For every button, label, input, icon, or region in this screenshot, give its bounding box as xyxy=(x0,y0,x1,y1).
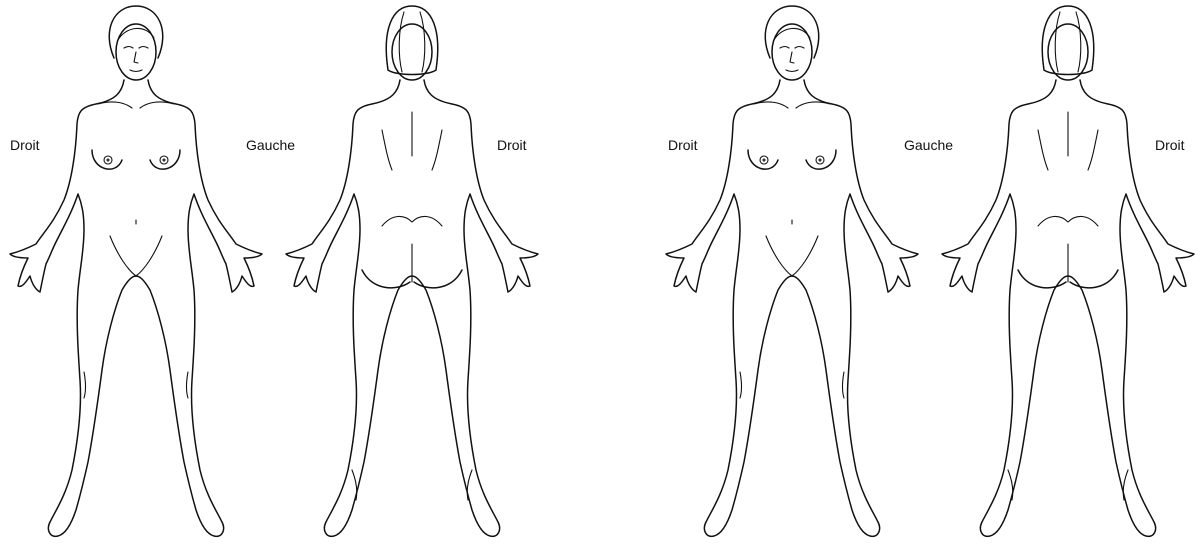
panel-1-back-figure xyxy=(286,6,538,536)
panel-2-left-side-label: Gauche xyxy=(904,138,953,152)
panel-2-back-right-side-label: Droit xyxy=(1155,138,1185,152)
panel-2-front-figure xyxy=(666,6,918,536)
head-front xyxy=(765,6,818,80)
panel-2-back-figure xyxy=(942,6,1194,536)
panel-1-left-side-label: Gauche xyxy=(246,138,295,152)
panel-2-right-side-label: Droit xyxy=(668,138,698,152)
head-front xyxy=(109,6,162,80)
panel-1-right-side-label: Droit xyxy=(10,138,40,152)
head-back xyxy=(386,6,437,80)
panel-1-front-figure xyxy=(10,6,262,536)
panel-1-back-right-side-label: Droit xyxy=(497,138,527,152)
head-back xyxy=(1042,6,1093,80)
